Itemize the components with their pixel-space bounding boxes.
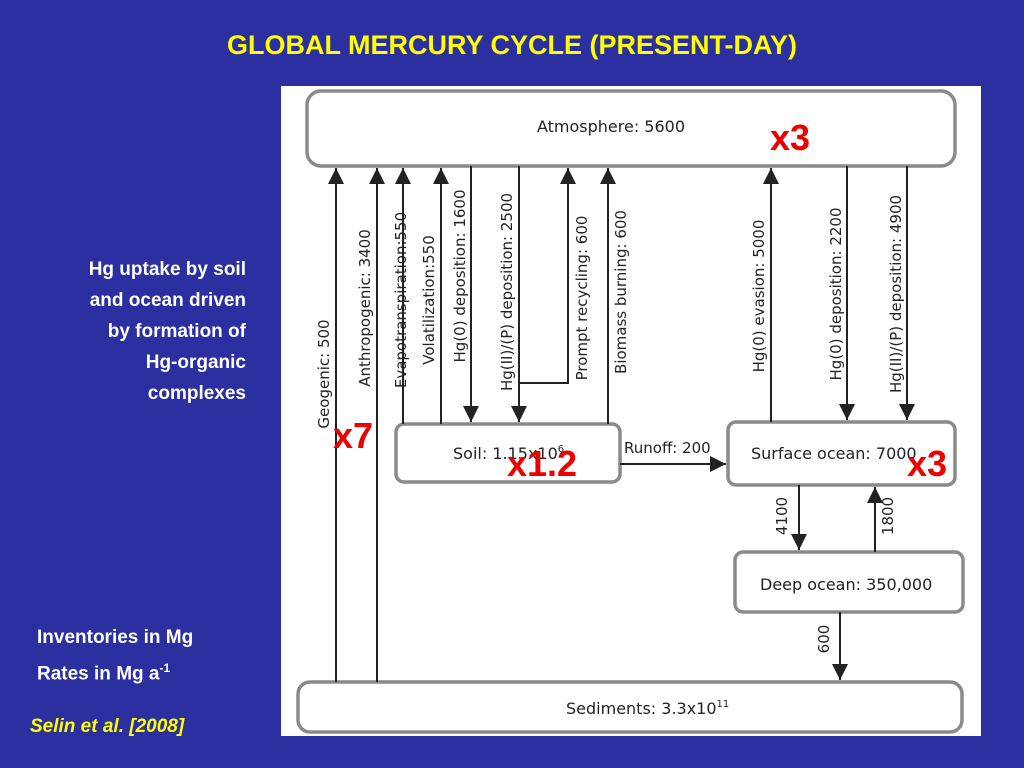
atmosphere-reservoir: Atmosphere: 5600 xyxy=(305,89,957,168)
soil-multiplier: x1.2 xyxy=(507,443,577,484)
rates-units-exponent: -1 xyxy=(159,661,171,675)
sediments-label: Sediments: 3.3x1011 xyxy=(566,699,729,718)
deep-ocean-reservoir: Deep ocean: 350,000 xyxy=(733,550,965,614)
prompt-recycling-arrow xyxy=(519,168,576,384)
biomass-burning-flow: Biomass burning: 600 xyxy=(600,168,630,424)
hg0-deposition-ocean-flow: Hg(0) deposition: 2200 xyxy=(827,166,855,420)
soil-label-exponent: 6 xyxy=(558,444,564,455)
runoff-flow: Runoff: 200 xyxy=(620,439,726,472)
sediments-label-exponent: 11 xyxy=(717,699,730,710)
uptake-note-line: Hg uptake by soil xyxy=(88,259,246,280)
hgii-deposition-land-label: Hg(II)/(P) deposition: 2500 xyxy=(498,193,516,391)
volatilization-label: Volatilization:550 xyxy=(420,235,438,365)
sediments-label-text: Sediments: 3.3x10 xyxy=(566,699,717,718)
units-legend: Inventories in Mg Rates in Mg a-1 xyxy=(37,622,267,689)
hg0-deposition-ocean-label: Hg(0) deposition: 2200 xyxy=(827,208,845,381)
evapotranspiration-label: Evapotranspiration:550 xyxy=(392,212,410,388)
surface-ocean-reservoir: Surface ocean: 7000 xyxy=(726,420,957,487)
sediments-reservoir: Sediments: 3.3x1011 xyxy=(296,680,964,734)
uptake-note-line: complexes xyxy=(147,383,246,404)
hgii-deposition-land-flow: Hg(II)/(P) deposition: 2500 xyxy=(498,166,527,422)
hg0-deposition-land-flow: Hg(0) deposition: 1600 xyxy=(451,166,479,422)
mercury-cycle-diagram: Atmosphere: 5600 Soil: 1.15x106 Surface … xyxy=(281,86,981,736)
hgii-deposition-ocean-flow: Hg(II)/(P) deposition: 4900 xyxy=(887,166,915,420)
hg0-evasion-label: Hg(0) evasion: 5000 xyxy=(750,220,768,373)
surface-ocean-multiplier: x3 xyxy=(907,443,947,484)
soil-label: Soil: 1.15x106 xyxy=(453,444,564,463)
atmosphere-multiplier: x3 xyxy=(770,117,810,158)
surface-ocean-box xyxy=(726,420,957,487)
uptake-note-line: Hg-organic xyxy=(145,352,246,373)
evapotranspiration-flow: Evapotranspiration:550 xyxy=(392,168,411,424)
deep-to-surface-flow: 1800 xyxy=(867,487,897,552)
deep-to-sediments-label: 600 xyxy=(815,625,833,654)
uptake-note-line: and ocean driven xyxy=(89,290,246,311)
volatilization-flow: Volatilization:550 xyxy=(420,168,449,424)
rates-units: Rates in Mg a-1 xyxy=(37,653,267,689)
uptake-note: Hg uptake by soil and ocean driven by fo… xyxy=(10,254,246,409)
geogenic-flow: Geogenic: 500 xyxy=(315,168,344,682)
deep-to-sediments-flow: 600 xyxy=(815,612,848,680)
diagram-canvas: Atmosphere: 5600 Soil: 1.15x106 Surface … xyxy=(296,89,965,734)
deep-ocean-box xyxy=(733,550,965,614)
biomass-burning-label: Biomass burning: 600 xyxy=(612,210,630,374)
atmosphere-box xyxy=(305,89,957,168)
soil-label-text: Soil: 1.15x10 xyxy=(453,444,558,463)
anthropogenic-label: Anthropogenic: 3400 xyxy=(356,229,374,387)
atmosphere-label: Atmosphere: 5600 xyxy=(537,117,685,136)
rates-units-text: Rates in Mg a xyxy=(37,663,160,685)
hgii-deposition-ocean-label: Hg(II)/(P) deposition: 4900 xyxy=(887,195,905,393)
hg0-evasion-flow: Hg(0) evasion: 5000 xyxy=(750,168,779,422)
surface-ocean-label: Surface ocean: 7000 xyxy=(751,444,917,463)
anthropogenic-flow: Anthropogenic: 3400 xyxy=(356,168,385,682)
deep-to-surface-label: 1800 xyxy=(879,497,897,535)
hg0-deposition-land-label: Hg(0) deposition: 1600 xyxy=(451,190,469,363)
citation: Selin et al. [2008] xyxy=(30,716,185,737)
inventories-units: Inventories in Mg xyxy=(37,627,194,648)
surface-to-deep-label: 4100 xyxy=(773,497,791,535)
slide-title: GLOBAL MERCURY CYCLE (PRESENT-DAY) xyxy=(226,30,798,60)
land-emissions-multiplier: x7 xyxy=(333,415,373,456)
deep-ocean-label: Deep ocean: 350,000 xyxy=(760,575,932,594)
geogenic-label: Geogenic: 500 xyxy=(315,319,333,428)
prompt-recycling-label: Prompt recycling: 600 xyxy=(573,216,591,381)
uptake-note-line: by formation of xyxy=(107,321,246,342)
prompt-recycling-flow: Prompt recycling: 600 xyxy=(519,168,591,384)
sediments-box xyxy=(296,680,964,734)
surface-to-deep-flow: 4100 xyxy=(773,485,807,550)
soil-box xyxy=(394,422,622,484)
soil-reservoir: Soil: 1.15x106 xyxy=(394,422,622,484)
runoff-label: Runoff: 200 xyxy=(624,439,711,457)
